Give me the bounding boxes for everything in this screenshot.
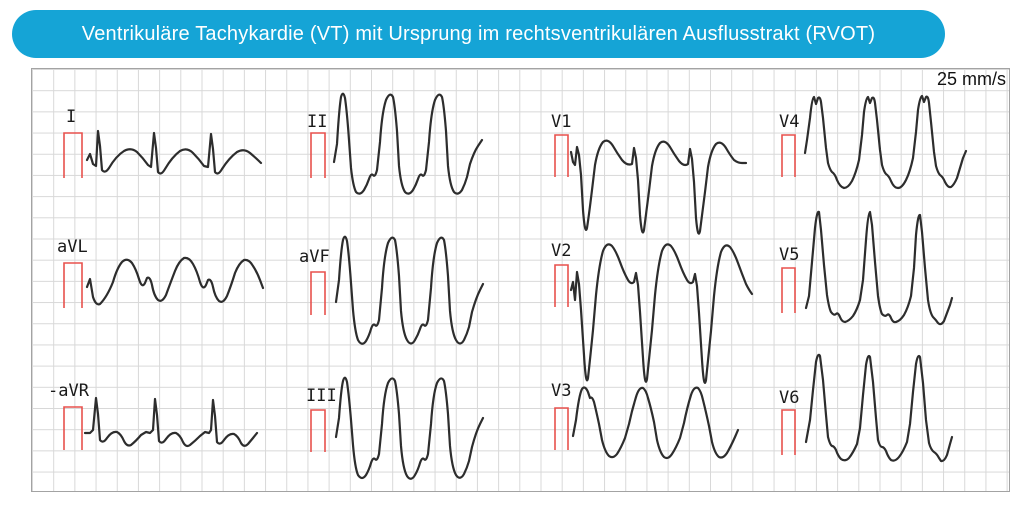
paper-speed-label: 25 mm/s <box>936 69 1006 89</box>
ecg-grid-panel <box>31 68 1010 492</box>
lead-label-III: III <box>306 386 337 406</box>
calibration-pulse-I <box>63 132 83 178</box>
calibration-pulse-II <box>310 132 326 178</box>
calibration-pulse-V5 <box>781 267 796 313</box>
calibration-pulse-V6 <box>781 409 796 455</box>
lead-label-aVF: aVF <box>299 247 330 267</box>
calibration-pulse-V3 <box>554 407 569 450</box>
calibration-pulse-III <box>310 409 326 452</box>
ecg-trace-V3 <box>571 386 740 460</box>
lead-label--aVR: -aVR <box>48 381 89 401</box>
calibration-pulse-aVF <box>310 271 326 315</box>
ecg-trace-aVL <box>85 256 265 306</box>
lead-label-I: I <box>66 107 77 127</box>
ecg-trace-V4 <box>803 94 968 190</box>
calibration-pulse-aVL <box>63 262 83 308</box>
ecg-trace-I <box>85 129 263 175</box>
ecg-trace-V2 <box>569 243 754 384</box>
lead-label-V1: V1 <box>551 112 572 132</box>
lead-label-V6: V6 <box>779 388 800 408</box>
calibration-pulse-V1 <box>554 134 569 177</box>
lead-label-V2: V2 <box>551 241 572 261</box>
lead-label-aVL: aVL <box>57 237 88 257</box>
title-banner: Ventrikuläre Tachykardie (VT) mit Urspru… <box>12 10 945 58</box>
ecg-trace-aVF <box>334 235 485 345</box>
lead-label-V3: V3 <box>551 381 572 401</box>
page-title: Ventrikuläre Tachykardie (VT) mit Urspru… <box>81 22 876 45</box>
lead-label-V4: V4 <box>779 112 800 132</box>
ecg-trace-II <box>332 92 484 195</box>
lead-label-II: II <box>307 112 328 132</box>
calibration-pulse--aVR <box>63 406 83 450</box>
calibration-pulse-V4 <box>781 134 796 177</box>
ecg-trace-V1 <box>569 139 748 235</box>
ecg-trace-III <box>334 376 485 480</box>
calibration-pulse-V2 <box>554 264 569 307</box>
ecg-trace-V6 <box>804 353 954 463</box>
ecg-trace--aVR <box>83 396 259 448</box>
ecg-trace-V5 <box>804 210 954 326</box>
lead-label-V5: V5 <box>779 245 800 265</box>
